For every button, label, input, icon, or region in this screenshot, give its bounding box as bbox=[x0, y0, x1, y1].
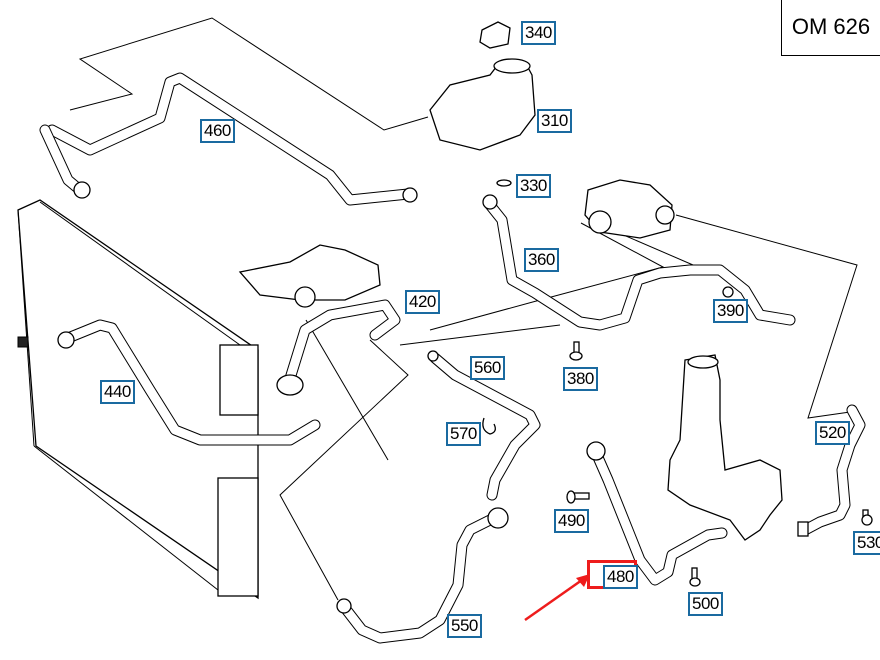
callout-330[interactable]: 330 bbox=[516, 174, 551, 198]
callout-550[interactable]: 550 bbox=[447, 614, 482, 638]
callout-520[interactable]: 520 bbox=[815, 421, 850, 445]
callout-530[interactable]: 530 bbox=[853, 531, 880, 555]
hose-440 bbox=[57, 319, 321, 446]
bolt-530 bbox=[861, 509, 873, 526]
hose-520 bbox=[797, 404, 866, 537]
bolt-500 bbox=[689, 567, 701, 587]
hose-550 bbox=[336, 507, 509, 644]
hose-460 bbox=[39, 72, 418, 206]
leader-lines bbox=[69, 17, 858, 601]
callout-480[interactable]: 480 bbox=[603, 565, 638, 589]
engine-housing-left bbox=[238, 244, 381, 308]
callout-490[interactable]: 490 bbox=[554, 509, 589, 533]
engine-model-label: OM 626 bbox=[781, 0, 880, 56]
hose-360 bbox=[482, 194, 796, 331]
thermostat-housing bbox=[584, 179, 675, 239]
hose-480 bbox=[586, 441, 728, 586]
callout-570[interactable]: 570 bbox=[446, 422, 481, 446]
hose-560 bbox=[427, 350, 541, 501]
oil-filter-module bbox=[667, 354, 783, 541]
callout-360[interactable]: 360 bbox=[524, 248, 559, 272]
callout-560[interactable]: 560 bbox=[470, 356, 505, 380]
callout-420[interactable]: 420 bbox=[405, 290, 440, 314]
radiator bbox=[17, 199, 259, 600]
highlight-arrow bbox=[524, 574, 590, 622]
callout-440[interactable]: 440 bbox=[100, 380, 135, 404]
callout-460[interactable]: 460 bbox=[200, 119, 235, 143]
hose-420 bbox=[276, 299, 401, 396]
callout-380[interactable]: 380 bbox=[563, 367, 598, 391]
callout-390[interactable]: 390 bbox=[713, 299, 748, 323]
callout-310[interactable]: 310 bbox=[537, 109, 572, 133]
bolt-490 bbox=[566, 490, 590, 504]
nut-390 bbox=[722, 286, 734, 298]
bolt-380 bbox=[569, 341, 583, 361]
expansion-tank bbox=[429, 21, 536, 187]
callout-340[interactable]: 340 bbox=[521, 21, 556, 45]
clip-570 bbox=[482, 417, 496, 435]
callout-500[interactable]: 500 bbox=[688, 592, 723, 616]
